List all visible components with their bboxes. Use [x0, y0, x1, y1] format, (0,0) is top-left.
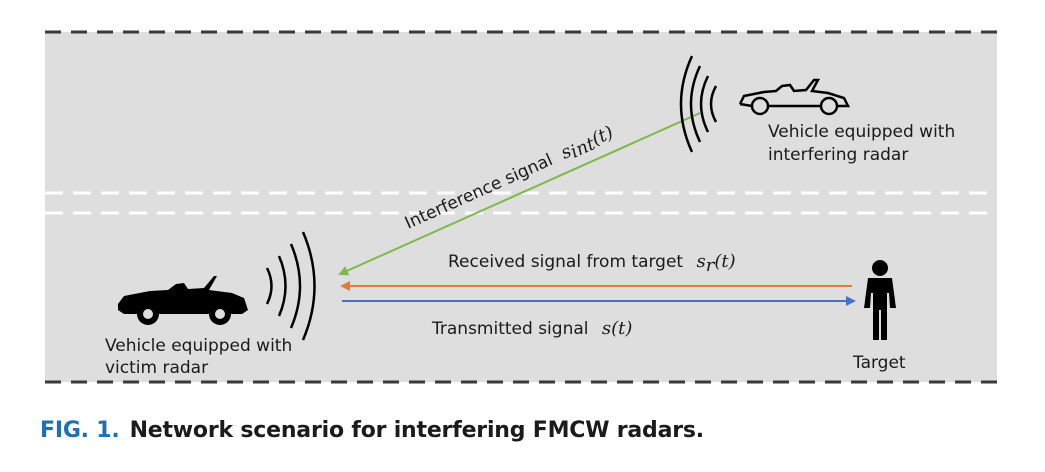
interfering-vehicle-label: Vehicle equipped with interfering radar: [768, 122, 961, 165]
figure-caption-text: Network scenario for interfering FMCW ra…: [129, 418, 705, 443]
network-scenario-diagram: Interference signal sint(t) Received sig…: [45, 30, 997, 384]
transmitted-signal-label: Transmitted signal s(t): [431, 318, 632, 339]
figure-caption: FIG. 1. Network scenario for interfering …: [40, 418, 704, 443]
received-signal-label: Received signal from target sr(t): [448, 251, 736, 276]
interference-signal-arrow: [338, 112, 701, 276]
figure-number: FIG. 1.: [40, 418, 120, 443]
victim-car-icon: [118, 276, 248, 325]
road-surface: [45, 32, 997, 382]
target-label: Target: [852, 353, 906, 373]
target-person-icon: [864, 260, 896, 340]
victim-vehicle-label: Vehicle equipped with victim radar: [105, 336, 298, 378]
victim-radar-waves-icon: [265, 231, 316, 341]
interfering-radar-waves-icon: [679, 55, 718, 153]
interfering-car-icon: [738, 78, 851, 116]
